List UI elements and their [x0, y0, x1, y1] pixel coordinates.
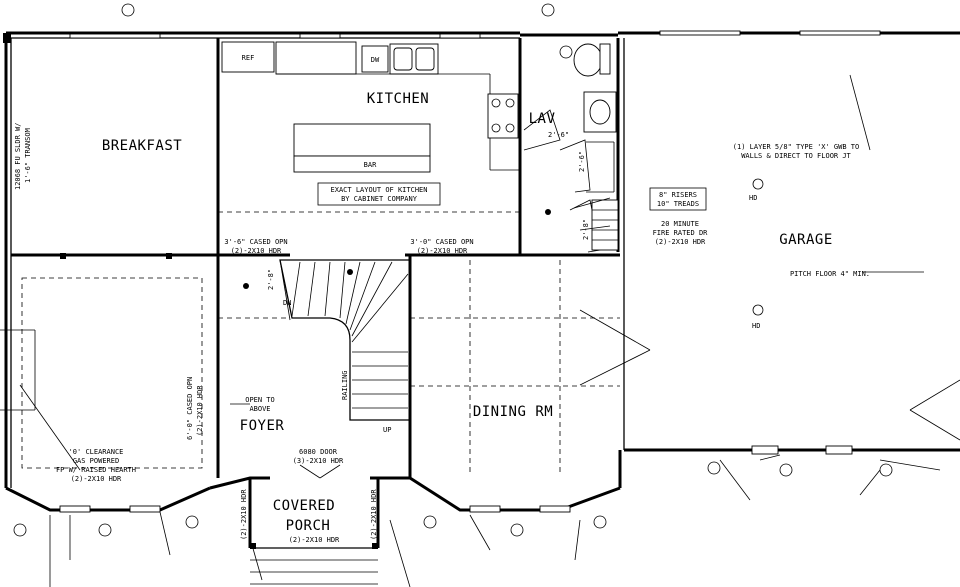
- room-garage: GARAGE: [779, 232, 833, 248]
- note-cased-left-1: 3'-6" CASED OPN: [224, 238, 287, 246]
- note-cased-6-1: 6'-0" CASED OPN: [186, 377, 194, 440]
- note-slider-2: 1'-6" TRANSOM: [24, 128, 32, 183]
- note-cased-right-2: (2)-2X10 HDR: [417, 247, 468, 255]
- walls: [4, 31, 960, 585]
- dim-closet-1: 2'-6": [578, 151, 586, 172]
- stair: DN UP RAILING: [243, 259, 411, 434]
- room-kitchen: KITCHEN: [367, 91, 430, 107]
- dim-stair: 2'-8": [267, 269, 275, 290]
- note-pitch: PITCH FLOOR 4" MIN.: [790, 270, 870, 278]
- site-markers: [13, 3, 893, 537]
- note-cased-6-2: (2)-2X10 HDR: [196, 385, 204, 436]
- note-fire-3: (2)-2X10 HDR: [655, 238, 706, 246]
- note-porch-hdr: (2)-2X10 HDR: [289, 536, 340, 544]
- note-risers-2: 10" TREADS: [657, 200, 699, 208]
- windows: [3, 30, 881, 513]
- lav-fixtures: [523, 43, 619, 253]
- ref-label: REF: [242, 54, 255, 62]
- note-fp-2: GAS POWERED: [73, 457, 119, 465]
- dashed-lines: [0, 211, 620, 476]
- room-foyer: FOYER: [240, 418, 285, 434]
- note-porch-hdr-right: (2)-2X10 HDR: [370, 489, 378, 540]
- note-open-1: OPEN TO: [245, 396, 275, 404]
- leader-lines: [19, 74, 960, 587]
- note-fp-1: '0' CLEARANCE: [69, 448, 124, 456]
- note-porch-hdr-left: (2)-2X10 HDR: [240, 489, 248, 540]
- note-door-2: (3)-2X10 HDR: [293, 457, 344, 465]
- note-cabinet-2: BY CABINET COMPANY: [341, 195, 418, 203]
- bar-label: BAR: [364, 161, 377, 169]
- note-fire-1: 20 MINUTE: [661, 220, 699, 228]
- note-fp-4: (2)-2X10 HDR: [71, 475, 122, 483]
- note-cased-left-2: (2)-2X10 HDR: [231, 247, 282, 255]
- note-cabinet-1: EXACT LAYOUT OF KITCHEN: [331, 186, 428, 194]
- room-lav: LAV: [529, 111, 556, 127]
- hd-label-2: HD: [752, 322, 760, 330]
- note-fire-2: FIRE RATED DR: [653, 229, 709, 237]
- up-label: UP: [383, 426, 391, 434]
- note-fp-3: FP W/ RAISED HEARTH: [56, 466, 136, 474]
- note-risers-1: 8" RISERS: [659, 191, 697, 199]
- note-door-1: 6080 DOOR: [299, 448, 338, 456]
- room-breakfast: BREAKFAST: [102, 138, 182, 154]
- room-dining: DINING RM: [473, 404, 553, 420]
- note-cased-right-1: 3'-0" CASED OPN: [410, 238, 473, 246]
- dw-label: DW: [371, 56, 380, 64]
- note-slider-1: 12068 FU SLDR W/: [14, 123, 22, 190]
- notes: 12068 FU SLDR W/ 1'-6" TRANSOM EXACT LAY…: [14, 123, 870, 544]
- dim-lav: 2'-6": [548, 131, 569, 139]
- dn-label: DN: [283, 299, 291, 307]
- kitchen-fixtures: REF DW BAR: [221, 41, 520, 173]
- dim-closet-2: 2'-8": [582, 219, 590, 240]
- railing-label: RAILING: [341, 370, 349, 400]
- hd-label-1: HD: [749, 194, 757, 202]
- note-gwb-2: WALLS & DIRECT TO FLOOR JT: [741, 152, 851, 160]
- note-open-2: ABOVE: [249, 405, 270, 413]
- room-porch-1: COVERED: [273, 498, 336, 514]
- room-porch-2: PORCH: [286, 518, 331, 534]
- note-gwb-1: (1) LAYER 5/8" TYPE 'X' GWB TO: [733, 143, 859, 151]
- room-labels: BREAKFAST KITCHEN GARAGE FOYER DINING RM…: [102, 91, 833, 534]
